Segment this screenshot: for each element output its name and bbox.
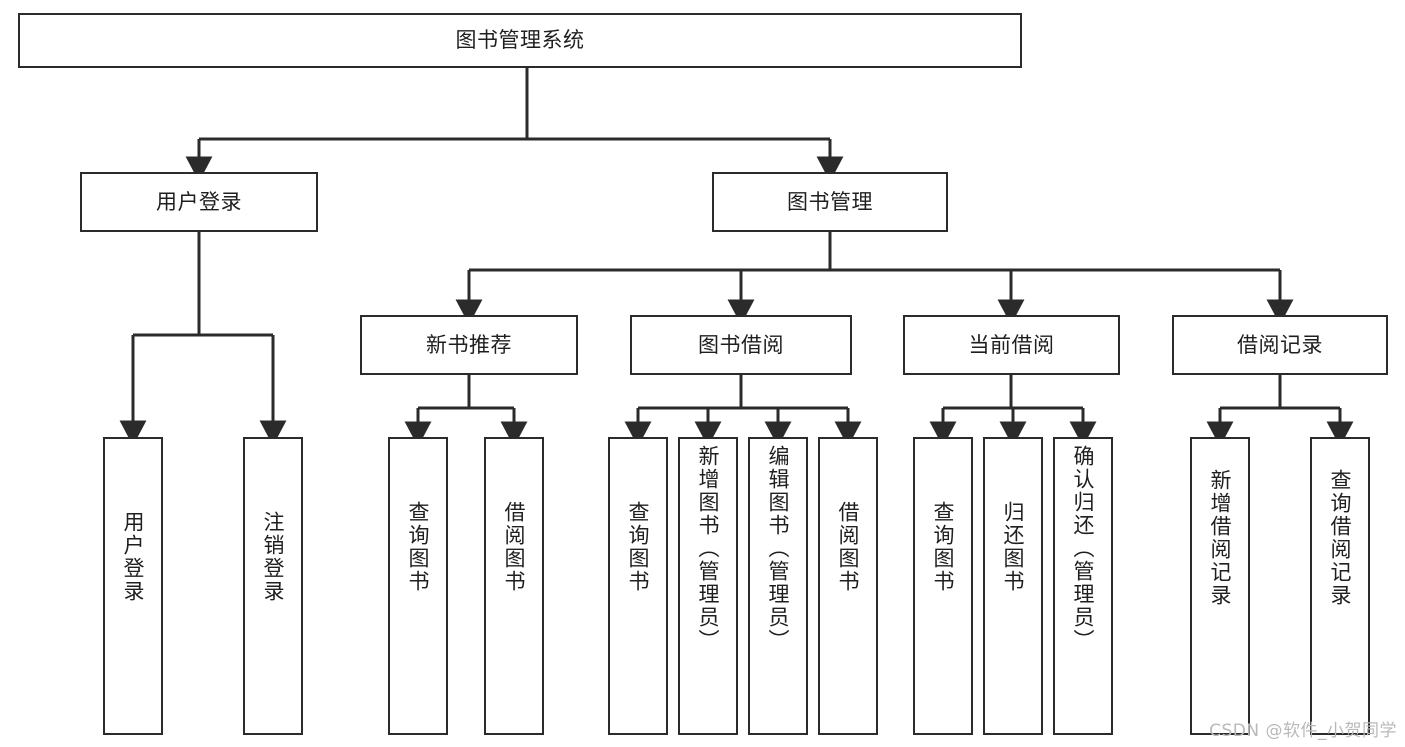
- leaf-confirm-return-admin[interactable]: 确认归还（管理员）: [1053, 437, 1113, 735]
- node-label: 编辑图书（管理员）: [766, 445, 791, 652]
- node-label: 新书推荐: [426, 332, 512, 357]
- node-label: 注销登录: [261, 511, 286, 603]
- node-label: 图书管理系统: [455, 28, 585, 53]
- leaf-edit-book-admin[interactable]: 编辑图书（管理员）: [748, 437, 808, 735]
- node-label: 查询图书: [406, 501, 431, 593]
- node-label: 新增图书（管理员）: [696, 445, 721, 652]
- node-book-borrow[interactable]: 图书借阅: [630, 315, 852, 375]
- node-label: 确认归还（管理员）: [1071, 445, 1096, 652]
- node-new-book-recommend[interactable]: 新书推荐: [360, 315, 578, 375]
- connector-book-management-to-level3: [455, 232, 1294, 325]
- node-label: 图书管理: [787, 189, 873, 214]
- connector-borrow-record-to-leaves: [1206, 375, 1354, 447]
- leaf-add-book-admin[interactable]: 新增图书（管理员）: [678, 437, 738, 735]
- node-label: 查询借阅记录: [1328, 469, 1353, 607]
- node-label: 归还图书: [1001, 501, 1026, 593]
- node-label: 借阅记录: [1237, 332, 1323, 357]
- connector-book-borrow-to-leaves: [624, 375, 862, 447]
- leaf-logout-login[interactable]: 注销登录: [243, 437, 303, 735]
- node-user-login[interactable]: 用户登录: [80, 172, 318, 232]
- leaf-return-book[interactable]: 归还图书: [983, 437, 1043, 735]
- leaf-query-book-current[interactable]: 查询图书: [913, 437, 973, 735]
- node-label: 当前借阅: [968, 332, 1055, 357]
- leaf-borrow-book-recommend[interactable]: 借阅图书: [484, 437, 544, 735]
- node-label: 借阅图书: [836, 501, 861, 593]
- connector-new-book-recommend-to-leaves: [404, 375, 528, 447]
- connector-root-to-level2: [185, 68, 844, 182]
- leaf-query-book-borrow[interactable]: 查询图书: [608, 437, 668, 735]
- node-label: 用户登录: [156, 189, 242, 214]
- node-label: 借阅图书: [502, 501, 527, 593]
- connector-current-borrow-to-leaves: [929, 375, 1097, 447]
- connector-user-login-to-leaves: [119, 232, 287, 446]
- node-label: 查询图书: [931, 501, 956, 593]
- node-label: 查询图书: [626, 501, 651, 593]
- node-label: 用户登录: [121, 511, 146, 603]
- node-root-system[interactable]: 图书管理系统: [18, 13, 1022, 68]
- leaf-query-book-recommend[interactable]: 查询图书: [388, 437, 448, 735]
- leaf-add-borrow-record[interactable]: 新增借阅记录: [1190, 437, 1250, 735]
- node-label: 图书借阅: [698, 332, 784, 357]
- node-current-borrow[interactable]: 当前借阅: [903, 315, 1120, 375]
- leaf-borrow-book-borrow[interactable]: 借阅图书: [818, 437, 878, 735]
- node-borrow-record[interactable]: 借阅记录: [1172, 315, 1388, 375]
- node-label: 新增借阅记录: [1208, 469, 1233, 607]
- leaf-user-login[interactable]: 用户登录: [103, 437, 163, 735]
- node-book-management[interactable]: 图书管理: [712, 172, 948, 232]
- leaf-query-borrow-record[interactable]: 查询借阅记录: [1310, 437, 1370, 735]
